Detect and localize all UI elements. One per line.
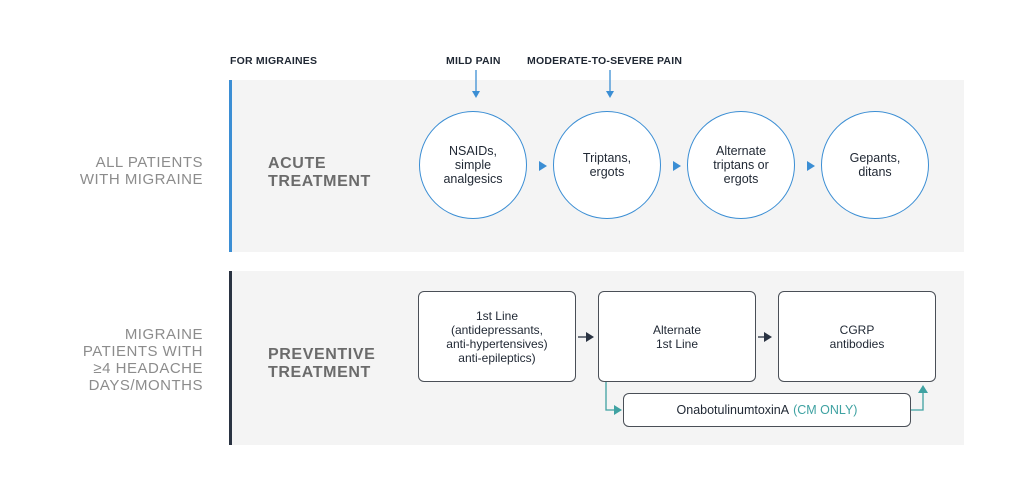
acute-step-alternate-triptans: Alternate triptans or ergots — [687, 111, 795, 219]
cm-only-note: (CM ONLY) — [793, 403, 858, 417]
acute-accent-bar — [229, 80, 232, 252]
acute-arrow-1 — [539, 161, 547, 171]
for-migraines-header: FOR MIGRAINES — [230, 55, 318, 67]
bypass-connector-out — [911, 385, 928, 411]
mild-pain-arrow — [472, 70, 480, 98]
preventive-treatment-label: PREVENTIVE TREATMENT — [268, 346, 376, 381]
acute-arrow-2 — [673, 161, 681, 171]
acute-step-nsaids: NSAIDs, simple analgesics — [419, 111, 527, 219]
preventive-step-first-line: 1st Line (antidepressants, anti-hyperten… — [418, 291, 576, 382]
preventive-accent-bar — [229, 271, 232, 445]
mild-pain-header: MILD PAIN — [446, 55, 501, 67]
preventive-group-label: MIGRAINE PATIENTS WITH ≥4 HEADACHE DAYS/… — [82, 326, 203, 394]
onabotulinumtoxina-label: OnabotulinumtoxinA — [676, 403, 790, 417]
preventive-arrow-1 — [578, 332, 594, 342]
bypass-connector-in — [605, 382, 622, 415]
acute-treatment-label: ACUTE TREATMENT — [268, 155, 371, 190]
acute-arrow-3 — [807, 161, 815, 171]
acute-group-label: ALL PATIENTS WITH MIGRAINE — [79, 154, 203, 188]
moderate-pain-arrow — [606, 70, 614, 98]
preventive-step-cgrp: CGRP antibodies — [778, 291, 936, 382]
preventive-step-alternate-first-line: Alternate 1st Line — [598, 291, 756, 382]
moderate-severe-pain-header: MODERATE-TO-SEVERE PAIN — [527, 55, 683, 67]
acute-step-gepants: Gepants, ditans — [821, 111, 929, 219]
preventive-arrow-2 — [758, 332, 772, 342]
acute-step-triptans: Triptans, ergots — [553, 111, 661, 219]
preventive-onabotulinumtoxina-box: OnabotulinumtoxinA (CM ONLY) — [623, 393, 911, 427]
